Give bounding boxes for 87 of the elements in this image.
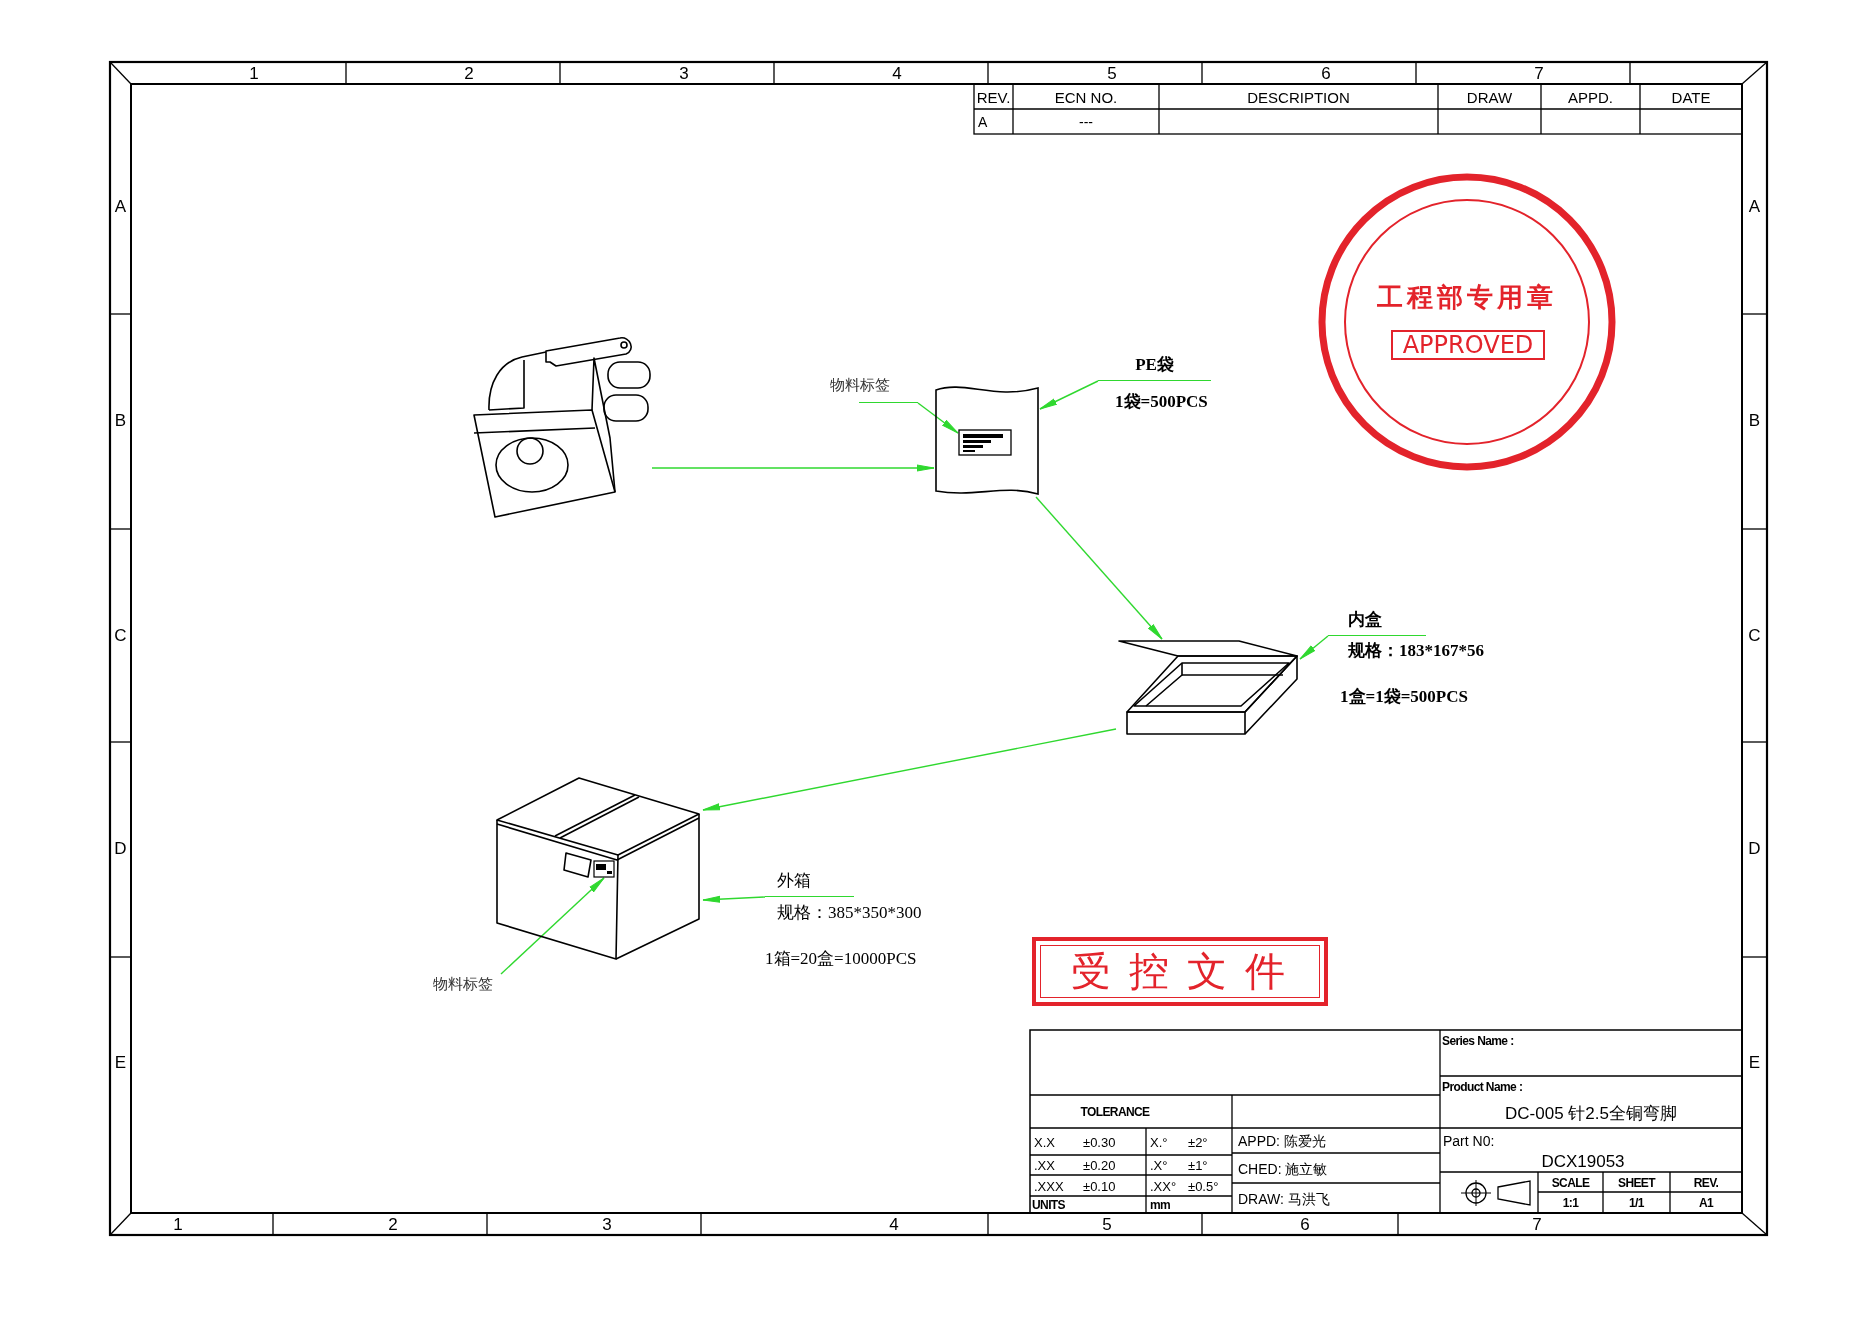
signature-text: DRAW: 马洪飞: [1238, 1189, 1331, 1209]
column-heading: TOLERANCE: [1079, 1104, 1151, 1121]
zone-number: 2: [463, 62, 475, 84]
zone-letter: C: [113, 625, 128, 645]
field-value: A1: [1697, 1194, 1715, 1212]
column-heading: DATE: [1670, 87, 1712, 108]
approved-box: APPROVED: [1391, 330, 1545, 360]
unit-text: mm: [1150, 1197, 1172, 1213]
flow-arrow: [1035, 496, 1163, 640]
tolerance-value: X.°: [1150, 1133, 1169, 1152]
spec-text: 1箱=20盒=10000PCS: [765, 950, 917, 967]
tolerance-value: .XX: [1034, 1157, 1056, 1175]
spec-text: 规格：385*350*300: [777, 904, 922, 921]
zone-number: 3: [678, 62, 690, 84]
column-heading: DESCRIPTION: [1246, 87, 1351, 108]
zone-number: 5: [1106, 62, 1118, 84]
column-heading: SCALE: [1550, 1174, 1591, 1192]
zone-number: 1: [172, 1213, 184, 1235]
zone-number: 6: [1320, 62, 1332, 84]
column-heading: SHEET: [1617, 1174, 1657, 1192]
label-drawing: [593, 860, 615, 878]
inner-box-drawing: [1116, 639, 1300, 737]
spec-text: 规格：183*167*56: [1348, 642, 1484, 659]
tolerance-value: .XXX: [1034, 1177, 1065, 1196]
zone-letter: D: [1747, 838, 1762, 858]
stamp-box: 受 控 文 件: [1032, 937, 1328, 1006]
zone-letter: B: [113, 410, 128, 430]
leader-line: [702, 895, 766, 903]
zone-letter: E: [1747, 1052, 1762, 1072]
carton-drawing: [493, 774, 703, 962]
zone-number: 7: [1531, 1213, 1543, 1235]
field-label: UNITS: [1032, 1197, 1066, 1213]
callout-heading: 外箱: [765, 866, 854, 897]
leader-line: [917, 402, 959, 434]
field-label: Series Name :: [1442, 1033, 1515, 1050]
product-name: DC-005 针2.5全铜弯脚: [1504, 1102, 1678, 1125]
tolerance-value: ±1°: [1188, 1157, 1209, 1175]
stamp-text: 工程部专用章: [1376, 285, 1558, 311]
column-heading: APPD.: [1567, 87, 1614, 108]
tolerance-value: .XX°: [1150, 1177, 1178, 1196]
field-value: 1/1: [1628, 1194, 1645, 1212]
zone-number: 1: [248, 62, 260, 84]
callout-heading: PE袋: [1098, 350, 1211, 381]
zone-letter: E: [113, 1052, 128, 1072]
callout-text: 物料标签: [433, 974, 501, 1001]
zone-letter: C: [1747, 625, 1762, 645]
column-heading: ECN NO.: [1053, 87, 1119, 108]
tolerance-value: ±0.5°: [1188, 1177, 1220, 1196]
tolerance-value: X.X: [1034, 1133, 1056, 1152]
zone-letter: A: [1747, 196, 1762, 216]
tolerance-value: ±0.30: [1083, 1133, 1117, 1152]
part-number: DCX19053: [1540, 1150, 1626, 1173]
flow-arrow: [651, 464, 935, 472]
zone-number: 3: [601, 1213, 613, 1235]
tolerance-value: .X°: [1150, 1157, 1169, 1175]
zone-number: 4: [888, 1213, 900, 1235]
signature-text: APPD: 陈爱光: [1238, 1132, 1327, 1151]
tolerance-value: ±0.20: [1083, 1157, 1117, 1175]
zone-number: 4: [891, 62, 903, 84]
zone-number: 6: [1299, 1213, 1311, 1235]
zone-letter: D: [113, 838, 128, 858]
spec-text: 1盒=1袋=500PCS: [1340, 688, 1468, 705]
flow-arrow: [702, 728, 1117, 811]
column-heading: REV.: [1692, 1174, 1720, 1192]
ecn-number: ---: [1078, 112, 1094, 132]
leader-line: [1039, 380, 1099, 410]
callout-text: 物料标签: [830, 378, 918, 403]
spec-text: 1袋=500PCS: [1115, 393, 1208, 410]
tolerance-value: ±0.10: [1083, 1177, 1117, 1196]
zone-letter: B: [1747, 410, 1762, 430]
label-drawing: [958, 429, 1012, 456]
column-heading: DRAW: [1465, 87, 1514, 108]
leader-line: [1299, 635, 1329, 660]
stamp-circle: [1318, 173, 1616, 471]
field-label: Part N0:: [1443, 1132, 1496, 1151]
revision-letter: A: [978, 112, 989, 132]
callout-heading: 内盒: [1328, 604, 1426, 636]
zone-number: 7: [1533, 62, 1545, 84]
signature-text: CHED: 施立敏: [1238, 1159, 1329, 1179]
leader-line: [500, 877, 605, 975]
zone-number: 2: [387, 1213, 399, 1235]
tolerance-value: ±2°: [1188, 1133, 1209, 1152]
field-value: 1:1: [1561, 1194, 1580, 1212]
column-heading: REV.: [975, 87, 1012, 108]
zone-letter: A: [113, 196, 128, 216]
zone-number: 5: [1101, 1213, 1113, 1235]
field-label: Product Name :: [1442, 1079, 1524, 1096]
